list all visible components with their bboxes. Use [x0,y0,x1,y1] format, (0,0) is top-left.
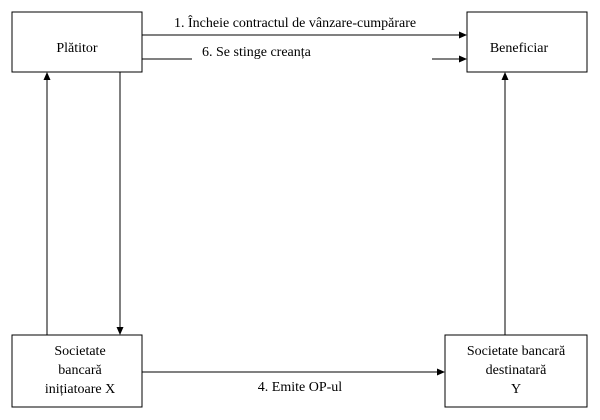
node-banca-x-line-3: inițiatoare X [45,382,115,397]
node-platitor-label: Plătitor [56,41,98,56]
node-beneficiar-label: Beneficiar [490,41,549,56]
edge-banca-x-to-platitor-arrowhead [43,72,51,80]
edge-banca-x-to-platitor [43,72,51,335]
edge-contract-arrowhead [459,31,467,39]
node-platitor-box [11,11,143,73]
edge-platitor-to-banca-x [116,72,124,335]
edge-stinge: 6. Se stinge creanța [142,45,467,63]
edge-banca-y-to-beneficiar [501,72,509,335]
edge-banca-y-to-beneficiar-arrowhead [501,72,509,80]
edge-stinge-arrowhead [459,55,467,63]
node-banca-y-box [444,334,588,408]
edge-op-label: 4. Emite OP-ul [258,380,342,395]
node-banca-x: Societate bancară inițiatoare X [11,334,143,408]
node-banca-y: Societate bancară destinatară Y [444,334,588,408]
edge-stinge-label: 6. Se stinge creanța [202,45,312,60]
edge-platitor-to-banca-x-arrowhead [116,327,124,335]
edge-op: 4. Emite OP-ul [142,368,445,395]
node-banca-x-line-1: Societate [54,344,105,359]
node-beneficiar: Beneficiar [466,11,588,73]
node-banca-y-line-3: Y [511,382,521,397]
edge-contract-label: 1. Încheie contractul de vânzare-cumpăra… [174,14,416,31]
node-banca-x-line-2: bancară [58,363,102,378]
edge-contract: 1. Încheie contractul de vânzare-cumpăra… [142,14,467,39]
node-banca-y-line-2: destinatară [486,363,547,378]
node-beneficiar-box [466,11,588,73]
node-banca-x-box [11,334,143,408]
edge-op-arrowhead [437,368,445,376]
node-platitor: Plătitor [11,11,143,73]
node-banca-y-line-1: Societate bancară [467,344,566,359]
